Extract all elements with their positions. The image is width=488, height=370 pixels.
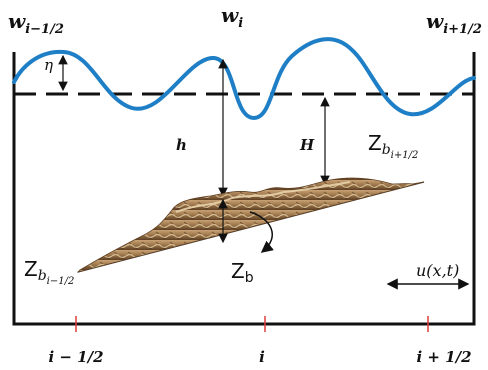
label-w-mid: wi	[221, 3, 243, 31]
label-H: H	[299, 136, 315, 154]
label-zb-left: Zbi−1/2	[24, 257, 74, 287]
axis-label-right: i + 1/2	[416, 348, 471, 366]
axis-label-mid: i	[259, 348, 265, 366]
label-velocity: u(x,t)	[416, 261, 459, 280]
label-zb-right: Zbi+1/2	[368, 131, 418, 161]
label-h: h	[176, 136, 187, 154]
label-eta: η	[44, 56, 53, 74]
free-surface-wave	[12, 37, 476, 121]
sediment-deposit	[76, 177, 425, 273]
axis-label-left: i − 1/2	[48, 348, 103, 366]
label-w-right: wi+1/2	[426, 9, 482, 37]
label-zb-mid: Zb	[231, 259, 254, 286]
zb-pointer-arrow	[249, 211, 274, 253]
sediment-highlight	[175, 181, 351, 213]
label-w-left: wi−1/2	[8, 9, 64, 37]
tank-outline	[12, 52, 476, 326]
